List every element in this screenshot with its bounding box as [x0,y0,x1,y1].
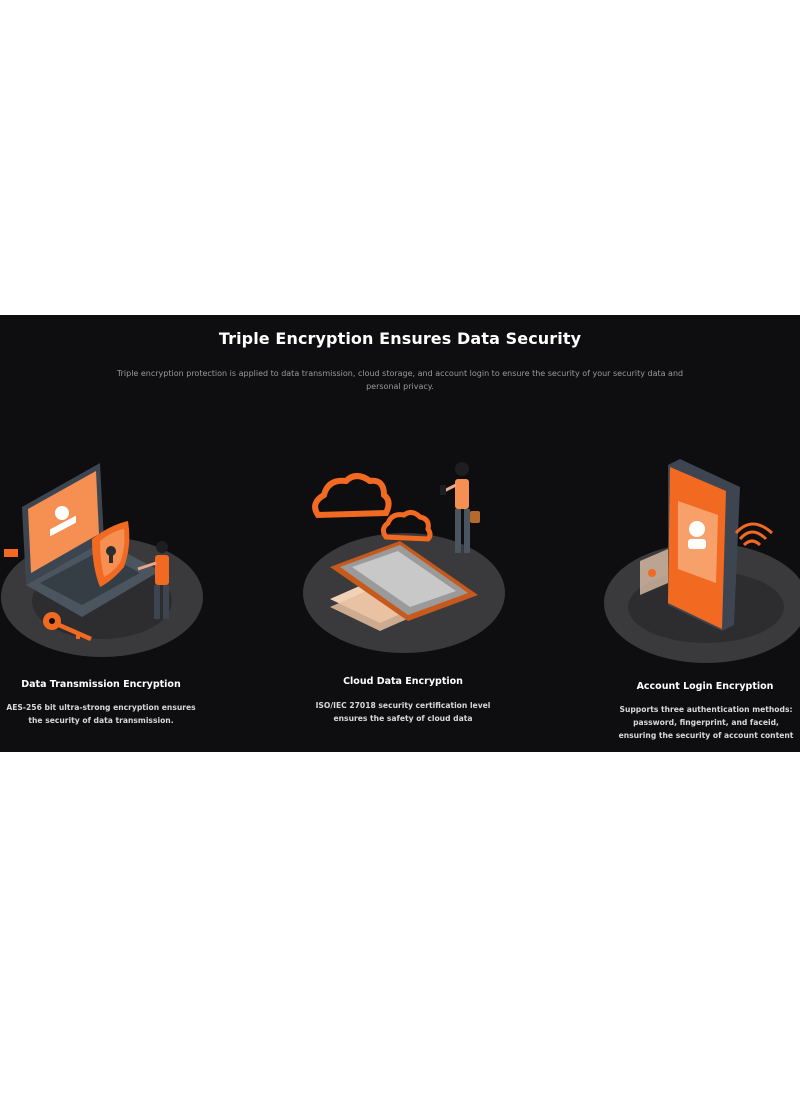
laptop-shield-key-icon [1,463,203,657]
feature-card-cloud: Cloud Data Encryption ISO/IEC 27018 secu… [270,315,530,752]
section-title: Triple Encryption Ensures Data Security [218,329,582,348]
feature-description: Supports three authentication methods: p… [618,705,794,740]
feature-description: AES-256 bit ultra-strong encryption ensu… [6,703,196,725]
smartphone-profile-icon [604,459,800,663]
feature-title: Data Transmission Encryption [21,679,181,690]
cloud-phone-icon [303,462,505,653]
feature-title: Cloud Data Encryption [343,676,463,687]
feature-description: ISO/IEC 27018 security certification lev… [315,701,491,723]
feature-card-transmission: Data Transmission Encryption AES-256 bit… [0,315,260,752]
encryption-banner: Triple Encryption Ensures Data Security … [0,315,800,752]
section-subtitle: Triple encryption protection is applied … [116,369,684,391]
feature-card-login: Account Login Encryption Supports three … [600,315,800,752]
feature-title: Account Login Encryption [636,681,774,692]
